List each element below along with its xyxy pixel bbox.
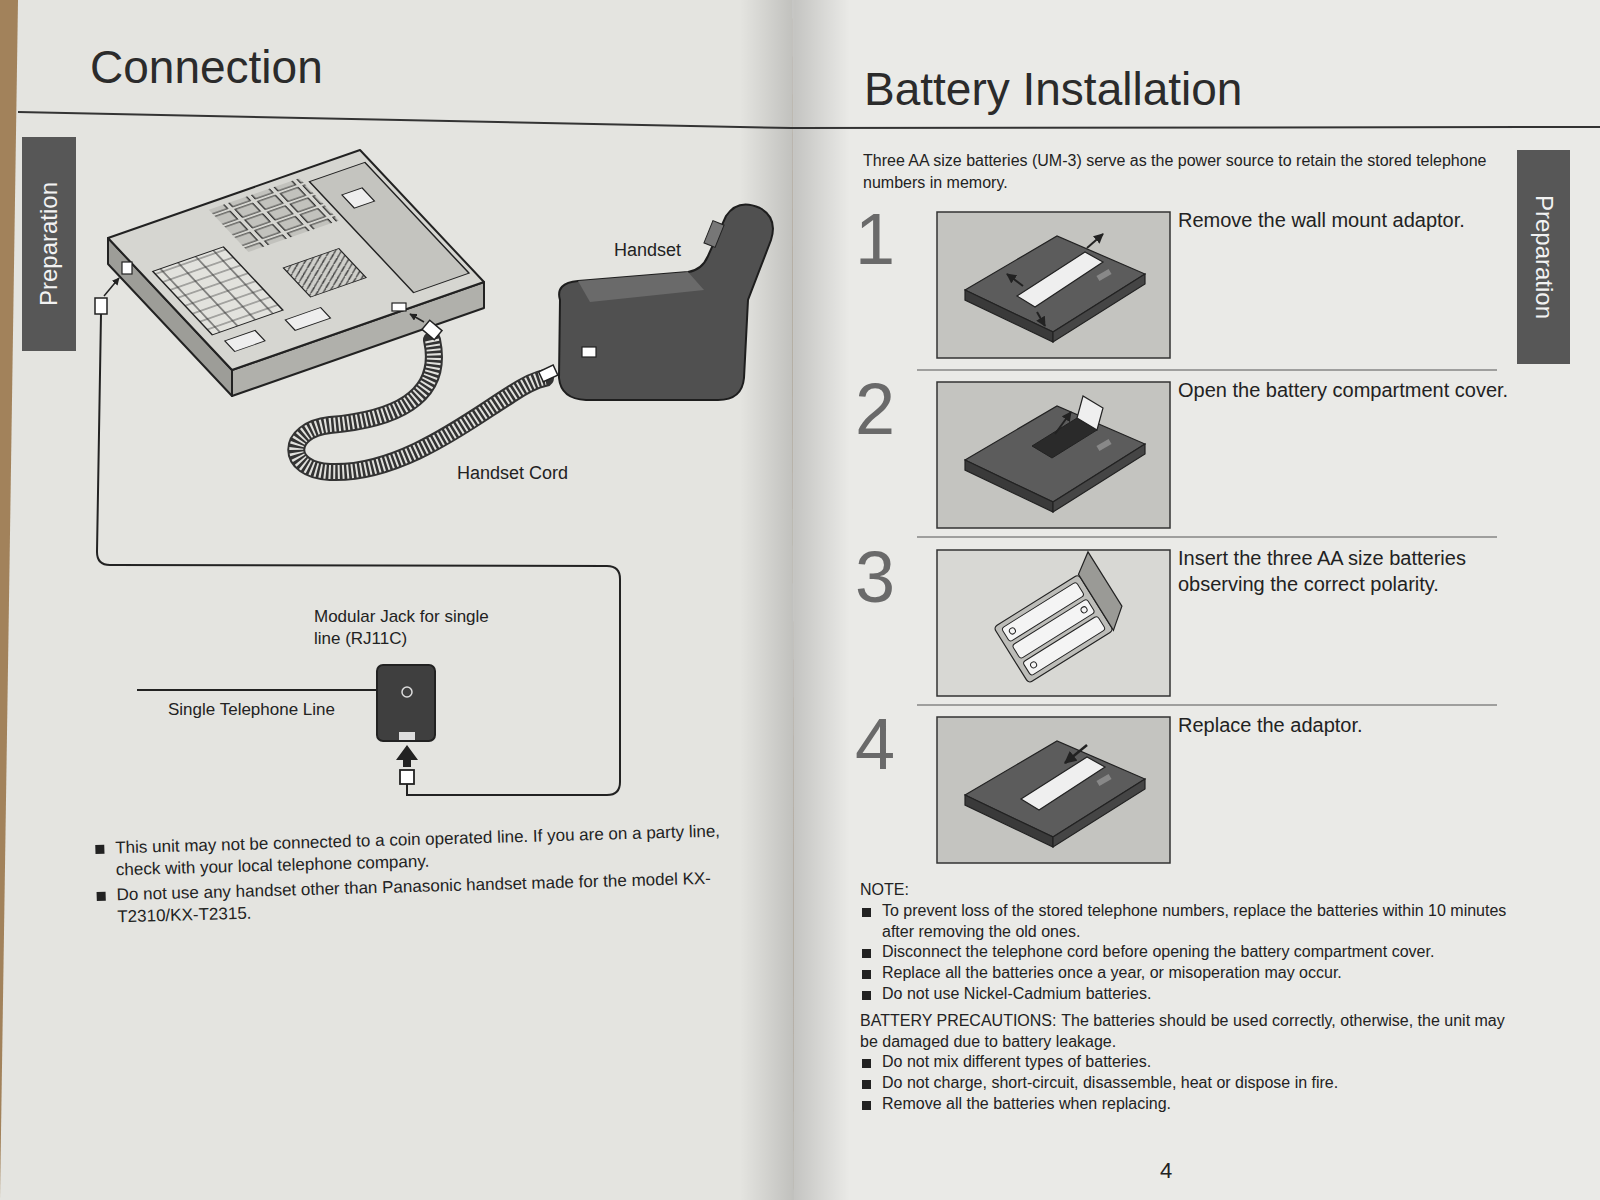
tab-label: Preparation (36, 182, 62, 306)
part-label: Single Telephone Line (168, 700, 335, 720)
part-label: Handset (614, 240, 681, 262)
precaution-item: Remove all the batteries when replacing. (882, 1094, 1508, 1115)
section-tab: Preparation (22, 137, 76, 351)
bullet-square (862, 1101, 871, 1110)
bullet-square (95, 845, 104, 854)
bullet-square (862, 991, 871, 1000)
paragraph: BATTERY PRECAUTIONS:The batteries should… (860, 1011, 1508, 1053)
bullet-square (862, 908, 871, 917)
step-row: 1Remove the wall mount adaptor. (855, 207, 1520, 357)
step-instruction: Open the battery compartment cover. (1178, 377, 1513, 403)
part-label: Handset Cord (457, 463, 568, 485)
section-tab: Preparation (1517, 150, 1570, 364)
bullet-square (862, 970, 871, 979)
step-row: 4Replace the adaptor. (855, 712, 1520, 862)
precaution-item: Do not charge, short-circuit, disassembl… (882, 1073, 1508, 1094)
bullet-item: Disconnect the telephone cord before ope… (860, 942, 1508, 963)
step-number: 1 (855, 203, 895, 275)
step-row: 2Open the battery compartment cover. (855, 377, 1520, 527)
step-instruction: Remove the wall mount adaptor. (1178, 207, 1513, 233)
step-number: 2 (855, 373, 895, 445)
step-number: 3 (855, 541, 895, 613)
step-row: 3Insert the three AA size batteries obse… (855, 545, 1520, 695)
bullet-item: Replace all the batteries once a year, o… (860, 963, 1508, 984)
bullet-item: Do not charge, short-circuit, disassembl… (860, 1073, 1508, 1094)
bullet-square (862, 1080, 871, 1089)
intro-text: Three AA size batteries (UM-3) serve as … (863, 150, 1511, 195)
step-instruction: Replace the adaptor. (1178, 712, 1513, 738)
bullet-square (862, 1059, 871, 1068)
note-text: Replace all the batteries once a year, o… (882, 963, 1508, 984)
note-text: Do not use Nickel-Cadmium batteries. (882, 984, 1508, 1005)
page-title: Battery Installation (864, 62, 1242, 117)
bullet-square (97, 892, 106, 901)
text-column: This unit may not be connected to a coin… (93, 818, 750, 930)
step-number: 4 (855, 708, 895, 780)
precaution-heading: BATTERY PRECAUTIONS: (860, 1012, 1056, 1029)
part-label: Modular Jack for single line (RJ11C) (314, 606, 492, 650)
precaution-item: Do not mix different types of batteries. (882, 1052, 1508, 1073)
bullet-item: Do not use Nickel-Cadmium batteries. (860, 984, 1508, 1005)
step-instruction: Insert the three AA size batteries obser… (1178, 545, 1513, 597)
bullet-square (862, 949, 871, 958)
bullet-item: Remove all the batteries when replacing. (860, 1094, 1508, 1115)
page-number: 4 (1160, 1158, 1172, 1184)
tab-label: Preparation (1530, 195, 1556, 319)
note-text: Disconnect the telephone cord before ope… (882, 942, 1508, 963)
note-text: To prevent loss of the stored telephone … (882, 901, 1508, 943)
bullet-item: To prevent loss of the stored telephone … (860, 901, 1508, 943)
text-column: NOTE:To prevent loss of the stored telep… (860, 880, 1508, 1115)
bullet-item: Do not mix different types of batteries. (860, 1052, 1508, 1073)
note-heading: NOTE: (860, 880, 1508, 901)
page-title: Connection (90, 40, 323, 95)
